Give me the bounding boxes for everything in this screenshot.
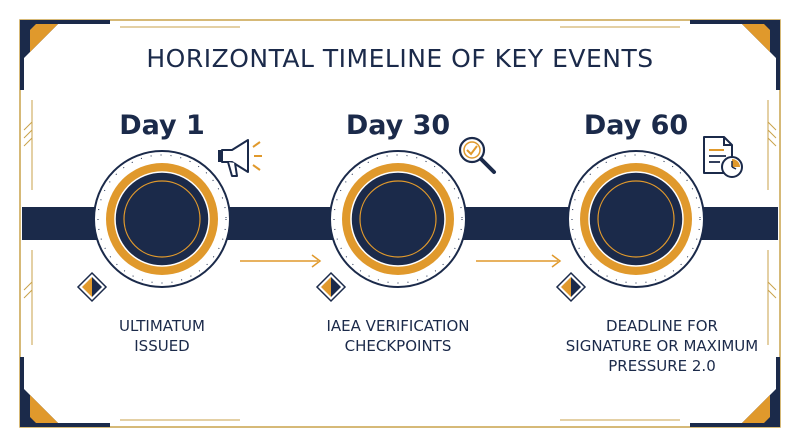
megaphone-icon xyxy=(218,139,262,177)
event-line: PRESSURE 2.0 xyxy=(608,357,716,375)
corner-top-right xyxy=(690,20,780,90)
diamond-marker-3 xyxy=(555,271,587,303)
day-label-1: Day 1 xyxy=(119,110,205,141)
event-line: SIGNATURE OR MAXIMUM xyxy=(565,337,759,355)
corner-top-left xyxy=(20,20,110,90)
diamond-marker-1 xyxy=(76,271,108,303)
event-line: CHECKPOINTS xyxy=(344,337,452,355)
arrow-2-to-3 xyxy=(476,254,562,268)
diamond-marker-2 xyxy=(315,271,347,303)
event-line: ULTIMATUM xyxy=(119,317,205,335)
milestone-node-3 xyxy=(567,150,705,288)
day-label-2: Day 30 xyxy=(345,110,451,141)
page-title: HORIZONTAL TIMELINE OF KEY EVENTS xyxy=(146,44,654,73)
event-description-3: DEADLINE FOR SIGNATURE OR MAXIMUM PRESSU… xyxy=(542,316,782,376)
event-description-1: ULTIMATUM ISSUED xyxy=(42,316,282,356)
corner-bottom-left xyxy=(20,357,110,427)
event-line: DEADLINE FOR xyxy=(606,317,718,335)
document-clock-icon xyxy=(703,136,743,178)
day-label-3: Day 60 xyxy=(583,110,689,141)
event-description-2: IAEA VERIFICATION CHECKPOINTS xyxy=(278,316,518,356)
event-line: ISSUED xyxy=(134,337,190,355)
milestone-node-2 xyxy=(329,150,467,288)
event-line: IAEA VERIFICATION xyxy=(326,317,470,335)
arrow-1-to-2 xyxy=(240,254,322,268)
magnifier-check-icon xyxy=(458,136,496,174)
milestone-node-1 xyxy=(93,150,231,288)
corner-bottom-right xyxy=(690,357,780,427)
